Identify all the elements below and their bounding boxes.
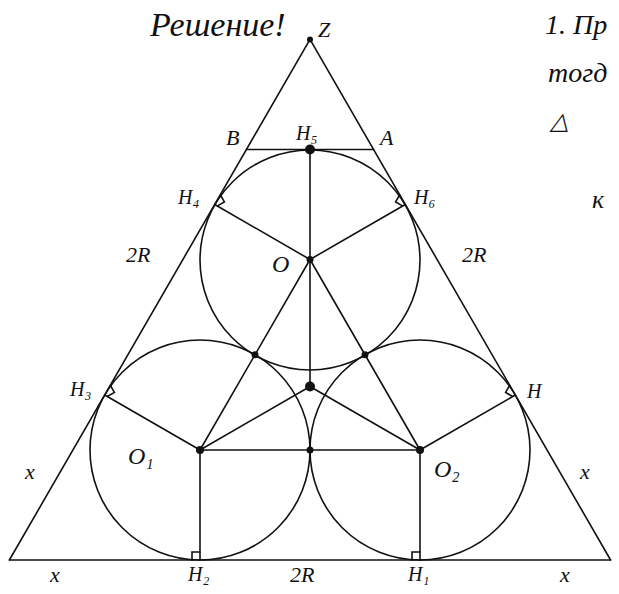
point-label: H₆ [414, 186, 435, 208]
center-label: O [272, 251, 289, 277]
point-label: A [380, 126, 393, 150]
circle-outline [200, 150, 420, 370]
circle-outline [90, 340, 310, 560]
point-label: тогд [548, 58, 607, 89]
point-label: H₂ [188, 563, 209, 585]
point-label: H₅ [296, 122, 317, 144]
point-label: x [560, 563, 570, 587]
point-label: 2R [462, 243, 486, 267]
center-label: O₂ [434, 456, 460, 482]
circle-node: O₂ [310, 340, 530, 560]
point-label: x [50, 563, 60, 587]
point-label: к [592, 186, 604, 215]
circle-outline [310, 340, 530, 560]
point-label: 2R [290, 563, 314, 587]
point-label: 2R [126, 243, 150, 267]
point-label: H₁ [408, 563, 429, 585]
point-label: x [580, 460, 590, 484]
point-label: x [25, 460, 35, 484]
point-label: H [527, 380, 541, 402]
point-label: B [226, 126, 239, 150]
point-label: △ [550, 108, 568, 134]
point-label: H₄ [178, 186, 199, 208]
heading-text: Решение! [150, 6, 286, 43]
point-label: Z [318, 18, 330, 42]
point-label: 1. Пр [545, 10, 607, 41]
circle-node: O [200, 150, 420, 370]
center-label: O₁ [128, 443, 154, 469]
point-label: H₃ [70, 378, 91, 400]
circle-node: O₁ [90, 340, 310, 560]
